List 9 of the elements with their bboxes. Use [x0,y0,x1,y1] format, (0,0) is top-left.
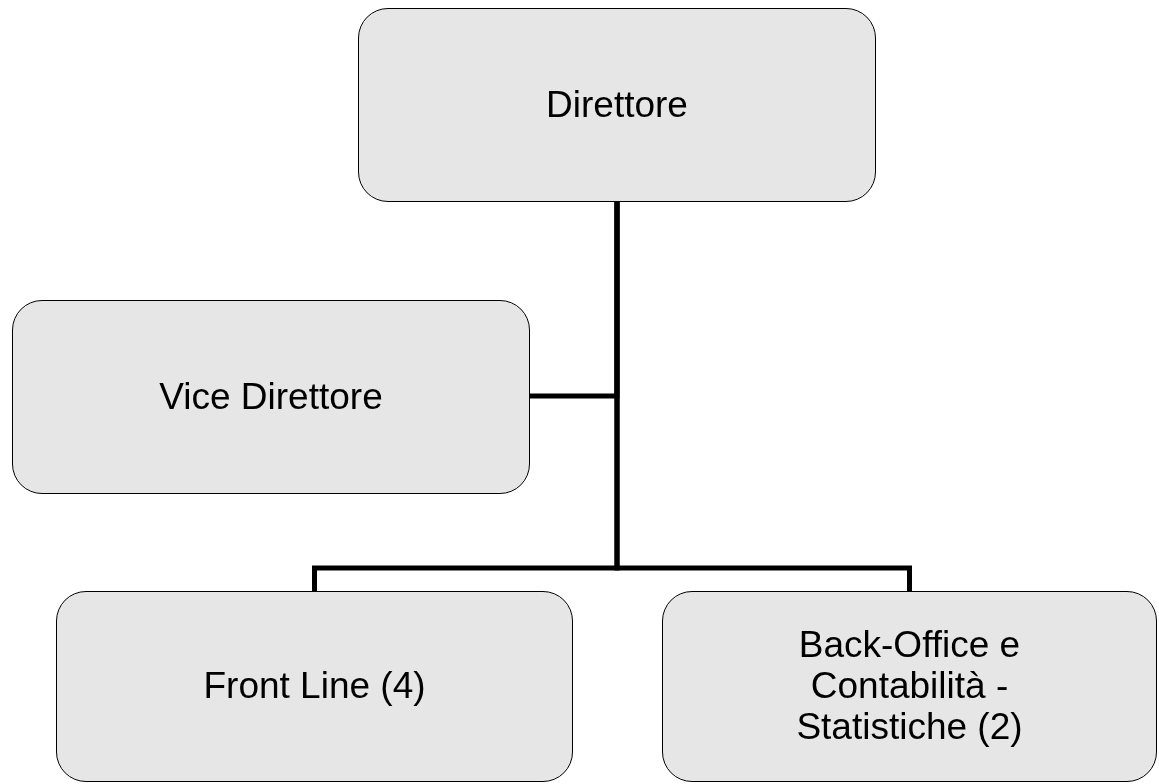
box-label: Vice Direttore [159,376,383,418]
org-box [56,591,573,782]
box-label: Back-Office e Contabilità - Statistiche (2) [795,625,1024,748]
box-label: Direttore [546,84,688,126]
org-box [358,8,876,202]
box-label: Front Line (4) [203,666,426,707]
org-box [12,300,530,494]
connector-line [614,202,912,591]
org-box [662,591,1157,782]
